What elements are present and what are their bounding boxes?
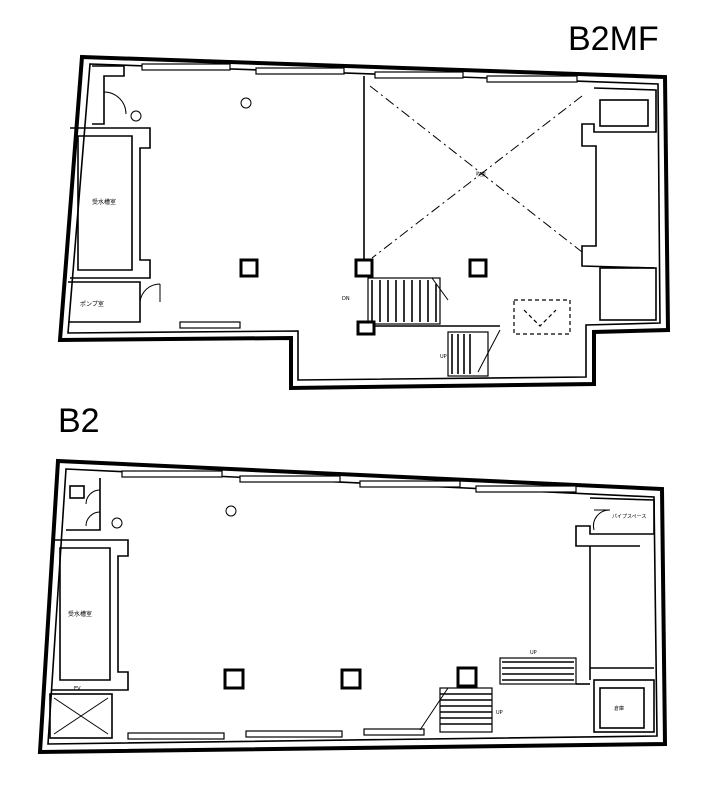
floor-plan-b2mf: B2MF 受水槽室 ポンプ室 吹抜	[57, 20, 671, 391]
floor-plan-b2: B2 受水槽室 EV パイプスペース	[37, 402, 668, 755]
elevator-b2: EV	[49, 686, 113, 739]
room-label-elevator: EV	[74, 686, 81, 692]
room-label-water-tank-b2: 受水槽室	[68, 610, 92, 618]
stair-b2: UP UP	[419, 650, 590, 733]
stair-label-up-1: UP	[530, 650, 537, 656]
outer-wall-b2mf	[57, 54, 671, 391]
floor-label-b2: B2	[58, 402, 100, 440]
room-label-storage: 倉庫	[614, 705, 624, 712]
room-label-pump: ポンプ室	[80, 300, 104, 308]
outer-wall-b2	[37, 458, 668, 755]
stair-label-up-2: UP	[496, 710, 503, 716]
stair-b2mf: DN UP	[342, 277, 501, 377]
floor-label-b2mf: B2MF	[568, 20, 659, 58]
room-label-void: 吹抜	[476, 171, 486, 178]
room-label-pipe-space: パイプスペース	[612, 514, 646, 520]
stair-label-down: DN	[342, 296, 350, 302]
room-label-water-tank: 受水槽室	[92, 198, 116, 206]
stair-label-up: UP	[440, 354, 447, 360]
